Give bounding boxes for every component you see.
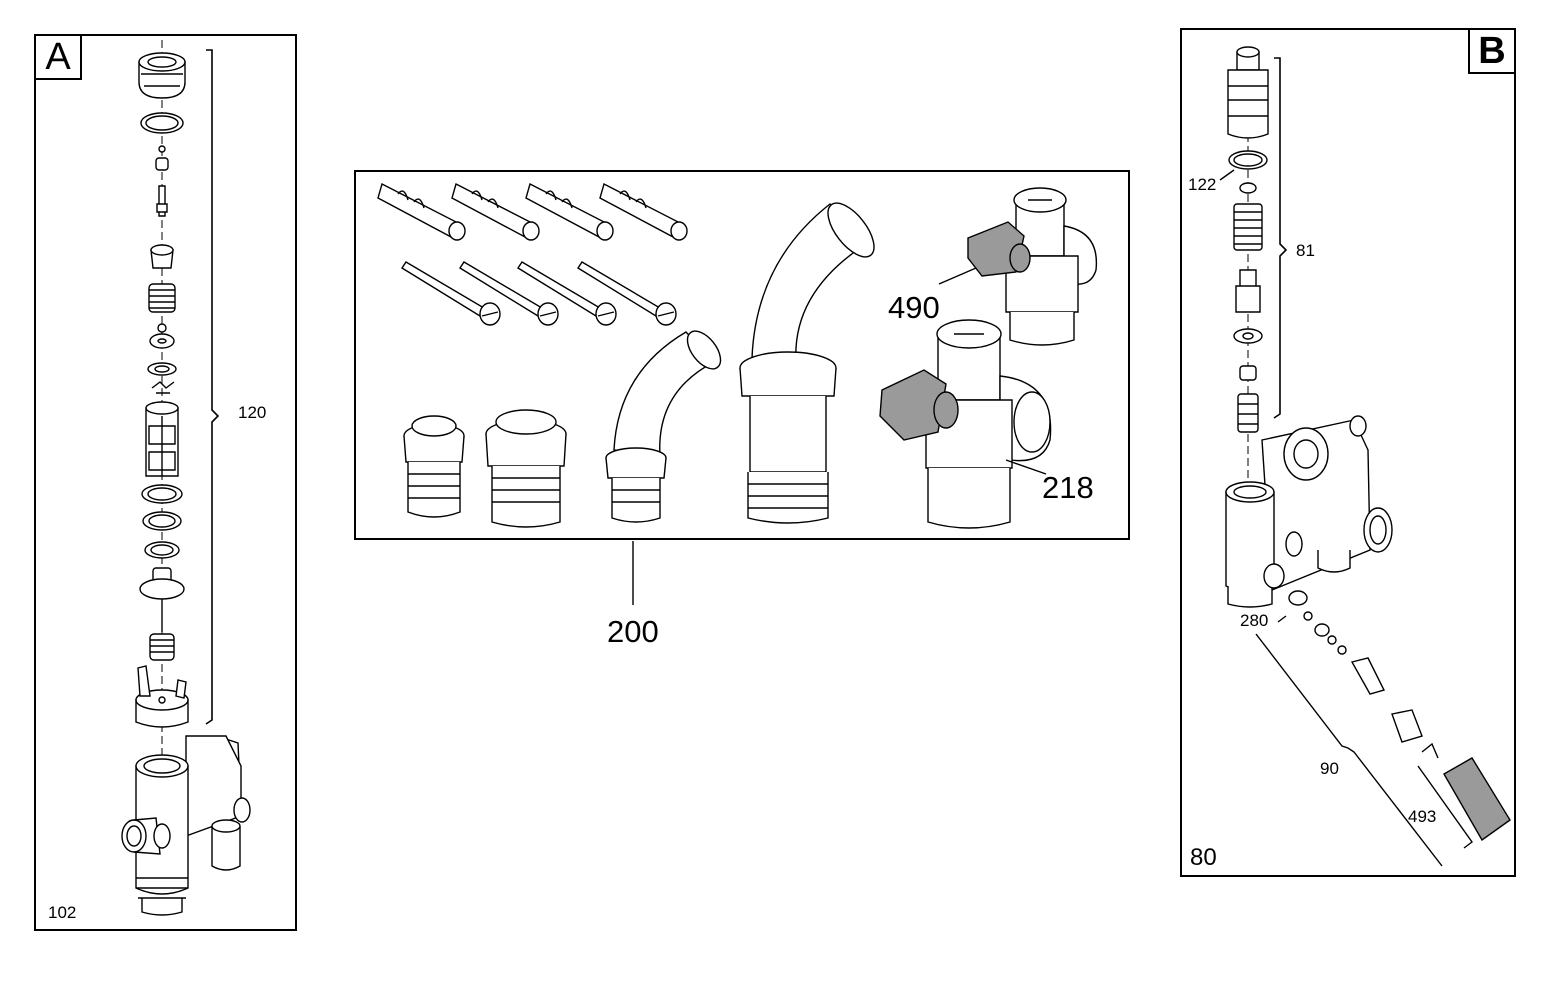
plunger-part: [140, 568, 184, 632]
drain-handle: [1444, 758, 1510, 840]
callout-122: 122: [1188, 175, 1217, 194]
panel-a-letter: A: [34, 34, 82, 80]
callout-200: 200: [607, 614, 659, 649]
valve-body-b: [1226, 416, 1392, 607]
callout-493: 493: [1408, 807, 1437, 826]
cap-part: [139, 62, 185, 98]
kit-illustration: [356, 172, 1132, 542]
panel-kit: 490 218: [354, 170, 1130, 540]
panel-b-letter: B: [1468, 28, 1516, 74]
elbow-small: [606, 325, 727, 522]
wall-anchor: [378, 184, 465, 240]
callout-490: 490: [888, 290, 940, 325]
panel-a-exploded-view: [36, 36, 299, 933]
callout-120: 120: [238, 403, 267, 422]
fitting-small: [404, 416, 464, 517]
valve-large: [880, 320, 1051, 528]
screw: [578, 262, 676, 325]
screw: [460, 262, 558, 325]
spring-b: [1234, 204, 1262, 250]
cage-part: [146, 402, 178, 476]
wall-anchor-row: [378, 184, 687, 240]
guide-part: [136, 666, 188, 727]
callout-218: 218: [1042, 470, 1094, 505]
callout-81: 81: [1296, 241, 1315, 260]
elbow-large: [740, 196, 883, 523]
panel-b: B: [1180, 28, 1516, 877]
valve-handle-large: [880, 370, 946, 440]
cartridge-top: [1228, 47, 1268, 138]
fitting-medium: [486, 410, 566, 527]
valve-small: [968, 188, 1096, 345]
pin-part: [159, 186, 165, 216]
panel-b-exploded-view: [1182, 30, 1518, 879]
panel-a: A: [34, 34, 297, 931]
screw: [518, 262, 616, 325]
screw-row: [402, 262, 676, 325]
screw: [402, 262, 500, 325]
wall-anchor: [526, 184, 613, 240]
spring-part: [149, 284, 175, 312]
valve-body-part: [122, 736, 250, 915]
wall-anchor: [600, 184, 687, 240]
callout-80: 80: [1190, 844, 1217, 871]
callout-280: 280: [1240, 611, 1269, 630]
callout-102: 102: [48, 903, 77, 922]
callout-90: 90: [1320, 759, 1339, 778]
wall-anchor: [452, 184, 539, 240]
